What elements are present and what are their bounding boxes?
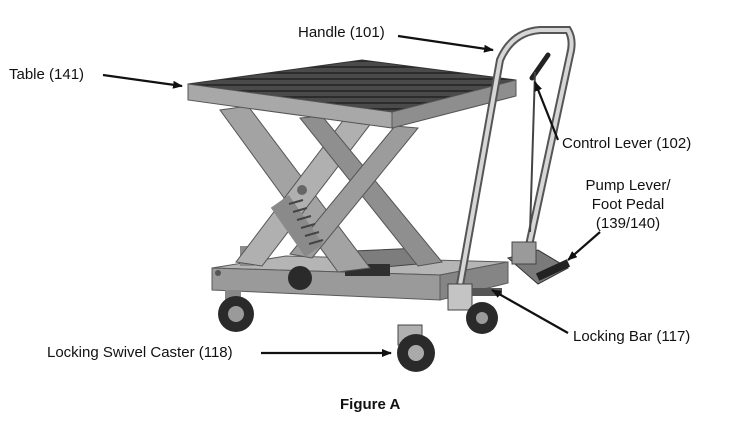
arrow-table: [102, 73, 183, 89]
wheel-front-caster: [397, 324, 435, 372]
figure-caption: Figure A: [340, 396, 401, 413]
label-control-lever: Control Lever (102): [562, 135, 692, 152]
label-pump-lever-line1: Pump Lever/: [585, 177, 671, 194]
arrow-handle: [397, 34, 494, 53]
wheel-front-right: [466, 302, 498, 334]
wheel-rear-mid: [288, 266, 312, 290]
foot-pedal: [506, 241, 571, 285]
label-table: Table (141): [9, 66, 85, 83]
label-caster: Locking Swivel Caster (118): [47, 344, 233, 361]
label-pump-lever-line3: (139/140): [595, 215, 661, 232]
wheel-rear-left: [218, 290, 254, 332]
arrow-pump-lever: [567, 231, 601, 261]
label-pump-lever-line2: Foot Pedal: [591, 196, 665, 213]
label-handle: Handle (101): [298, 24, 385, 41]
label-locking-bar: Locking Bar (117): [573, 328, 691, 345]
wheels: [218, 266, 498, 372]
handle: [456, 26, 576, 289]
scissor-arms: [219, 105, 443, 273]
arrow-locking-bar: [491, 289, 569, 334]
arrow-control-lever: [533, 81, 560, 141]
locking-bar: [447, 283, 502, 311]
label-pump-lever: Pump Lever/ Foot Pedal (139/140): [578, 176, 678, 233]
leader-arrows: [102, 34, 601, 357]
table-top: [187, 59, 517, 129]
